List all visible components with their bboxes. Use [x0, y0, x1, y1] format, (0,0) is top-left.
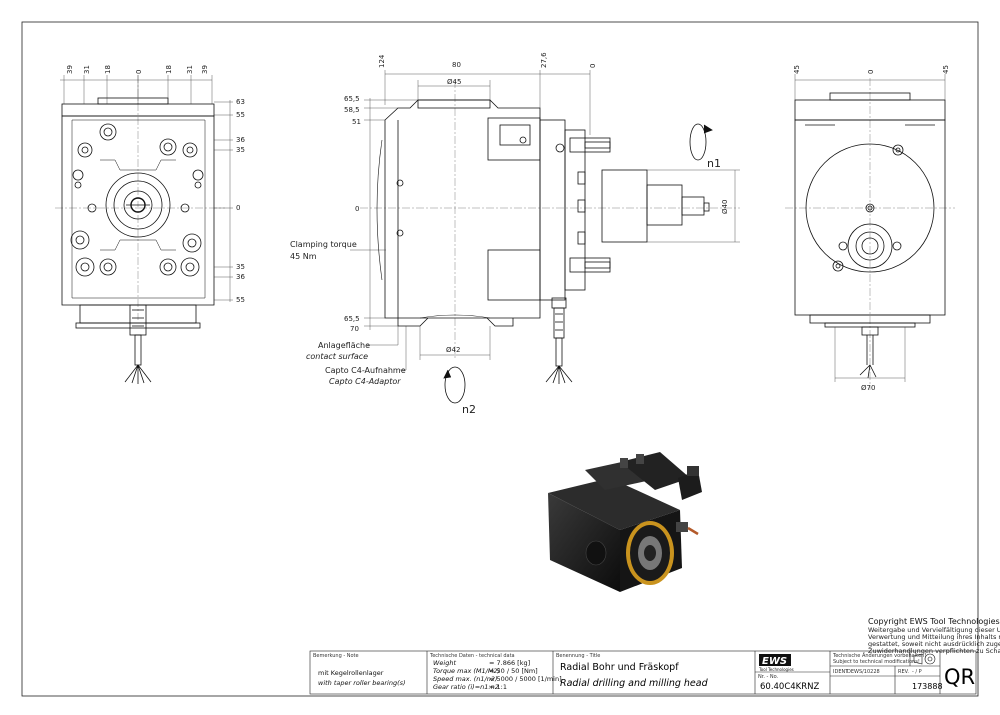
left-dim-35a: 35	[236, 146, 245, 154]
n1-label: n1	[707, 157, 721, 170]
left-dim-63: 63	[236, 98, 245, 106]
title-block-frame	[309, 650, 977, 695]
n2-label: n2	[462, 403, 476, 416]
mid-dim-58-5: 58,5	[344, 106, 360, 114]
weight-value: = 7.866 [kg]	[489, 659, 530, 667]
gear-ratio-label: Gear ratio (i)=n1:n2	[433, 683, 499, 691]
left-dim-39a: 39	[66, 65, 74, 74]
remark-en: with taper roller bearing(s)	[318, 679, 406, 687]
mid-dim-spindle-40: Ø40	[721, 200, 729, 214]
clamping-torque-value: 45 Nm	[290, 252, 317, 261]
ident-number: 173888	[912, 682, 943, 691]
right-view-dimensions	[794, 74, 946, 382]
speed-value: = 5000 / 5000 [1/min]	[489, 675, 562, 683]
isometric-render	[548, 452, 702, 592]
copyright-line-2: Weitergabe und Vervielfältigung dieser U…	[868, 626, 1000, 634]
mid-dim-bore-45: Ø45	[447, 78, 461, 86]
left-dim-36b: 36	[236, 273, 245, 281]
speed-label: Speed max. (n1/n2)	[433, 675, 498, 683]
left-view-dimensions	[60, 75, 233, 302]
ews-logo-sub: Tool Technologies	[758, 667, 794, 672]
title-de: Radial Bohr und Fräskopf	[560, 662, 679, 673]
right-dim-45a: 45	[793, 65, 801, 74]
contact-surface-en: contact surface	[306, 352, 368, 361]
change-note-en: Subject to technical modifications!	[833, 659, 920, 665]
right-dim-0: 0	[867, 70, 875, 74]
left-dim-55a: 55	[236, 111, 245, 119]
gear-ratio-value: = 1:1	[489, 683, 507, 691]
mid-dim-65-5a: 65,5	[344, 95, 360, 103]
left-dim-31b: 31	[186, 65, 194, 74]
ident-label: IDENT	[833, 669, 849, 675]
left-view	[55, 75, 225, 384]
mid-dim-80: 80	[452, 61, 461, 69]
left-dim-18b: 18	[165, 65, 173, 74]
mid-dim-124: 124	[378, 54, 386, 68]
mid-dim-0-top: 0	[589, 64, 597, 68]
right-view	[785, 78, 955, 390]
right-dim-45b: 45	[942, 65, 950, 74]
mid-dim-70: 70	[350, 325, 359, 333]
right-dim-70: Ø70	[861, 384, 875, 392]
sheet-border	[21, 21, 979, 697]
left-dim-39b: 39	[201, 65, 209, 74]
change-note-de: Technische Änderungen vorbehalten!	[832, 652, 926, 659]
rev-label: REV.	[898, 669, 909, 675]
middle-view-dimensions	[350, 70, 740, 371]
ews-logo-text: EWS	[762, 656, 787, 667]
mid-dim-65-5b: 65,5	[344, 315, 360, 323]
torque-value: = 50 / 50 [Nm]	[489, 667, 538, 675]
ident-value: DEWS/10228	[847, 669, 880, 675]
adaptor-de: Capto C4-Aufnahme	[325, 366, 406, 375]
adaptor-en: Capto C4-Adaptor	[329, 377, 401, 386]
number-header: Nr. - No.	[758, 674, 779, 680]
title-en: Radial drilling and milling head	[560, 678, 709, 689]
left-dim-0: 0	[135, 70, 143, 74]
clamping-torque-label: Clamping torque	[290, 240, 357, 249]
ews-logo: EWS Tool Technologies	[758, 654, 794, 672]
remark-header: Bemerkung - Note	[313, 653, 359, 659]
copyright-line-4: gestattet, soweit nicht ausdrücklich zug…	[868, 640, 1000, 648]
left-dim-18a: 18	[104, 65, 112, 74]
middle-view	[360, 80, 740, 404]
copyright-title: Copyright EWS Tool Technologies	[868, 617, 1000, 626]
left-dim-35b: 35	[236, 263, 245, 271]
projection-symbol	[913, 653, 936, 665]
left-dim-0r: 0	[236, 204, 240, 212]
mid-dim-27-6: 27,6	[540, 52, 548, 68]
mid-dim-bore-42: Ø42	[446, 346, 460, 354]
left-dim-55b: 55	[236, 296, 245, 304]
tech-data-header: Technische Daten - technical data	[429, 653, 515, 659]
mid-dim-0-left: 0	[355, 205, 359, 213]
weight-label: Weight	[433, 659, 456, 667]
title-header: Benennung - Title	[556, 653, 600, 659]
torque-label: Torque max (M1/M2)	[433, 667, 500, 675]
mid-dim-51: 51	[352, 118, 361, 126]
part-number: 60.40C4KRNZ	[760, 682, 820, 692]
contact-surface-de: Anlagefläche	[318, 341, 370, 350]
left-dim-31a: 31	[83, 65, 91, 74]
rev-value: - / P	[912, 669, 922, 675]
remark-de: mit Kegelrollenlager	[318, 669, 384, 677]
qr-mark: QR	[944, 665, 975, 689]
left-dim-36a: 36	[236, 136, 245, 144]
copyright-line-3: Verwertung und Mitteilung ihres Inhalts …	[868, 633, 1000, 641]
